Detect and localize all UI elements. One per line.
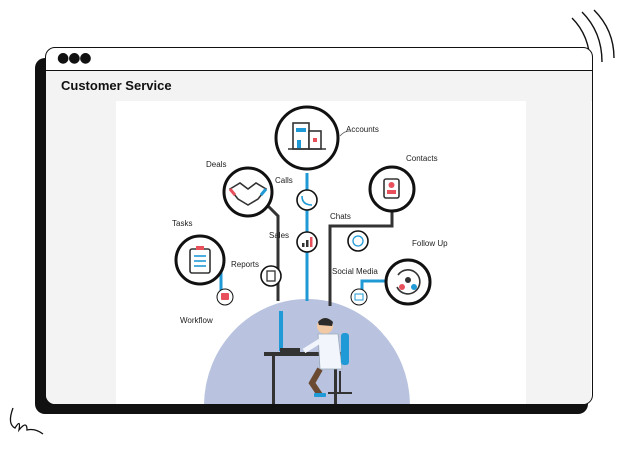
node-reports[interactable]: Reports: [231, 260, 282, 287]
report-document-icon: [266, 270, 276, 282]
node-deals[interactable]: Deals: [206, 160, 274, 218]
node-tasks[interactable]: Tasks: [172, 219, 226, 286]
connector-contacts: [328, 211, 394, 306]
label-social-media: Social Media: [332, 267, 378, 276]
label-sales: Sales: [269, 231, 289, 240]
label-follow-up: Follow Up: [412, 239, 448, 248]
node-calls[interactable]: Calls: [275, 176, 318, 211]
content-area: Workflow Social Media Ac: [46, 101, 591, 404]
window-titlebar: ●●●: [46, 48, 592, 71]
window-header: Customer Service: [46, 71, 592, 101]
connector-deals: [266, 204, 280, 301]
label-reports: Reports: [231, 260, 259, 269]
follow-up-cycle-icon: [396, 269, 421, 295]
label-accounts: Accounts: [346, 125, 379, 134]
three-dots-icon[interactable]: ●●●: [57, 50, 92, 66]
chair: [341, 333, 349, 365]
chat-bubble-icon: [352, 235, 364, 247]
node-workflow[interactable]: Workflow: [180, 288, 234, 325]
contact-card-icon: [383, 178, 400, 199]
label-chats: Chats: [330, 212, 351, 221]
monitor: [279, 311, 283, 351]
node-accounts[interactable]: Accounts: [274, 105, 379, 171]
person-at-desk-illustration: [264, 311, 352, 404]
label-calls: Calls: [275, 176, 293, 185]
label-deals: Deals: [206, 160, 226, 169]
bar-chart-icon: [302, 243, 305, 247]
page-title: Customer Service: [61, 78, 172, 93]
crm-diagram: Workflow Social Media Ac: [172, 105, 448, 404]
node-chats[interactable]: Chats: [330, 212, 369, 252]
app-window: ●●● Customer Service: [45, 47, 593, 405]
node-contacts[interactable]: Contacts: [368, 154, 438, 213]
bottom-left-squiggle-decoration: [9, 407, 44, 435]
label-tasks: Tasks: [172, 219, 192, 228]
desk: [264, 352, 344, 356]
crm-diagram-panel: Workflow Social Media Ac: [116, 101, 526, 404]
node-social-media[interactable]: Social Media: [332, 267, 378, 306]
phone-icon: [301, 195, 313, 206]
node-follow-up[interactable]: Follow Up: [384, 239, 448, 306]
label-contacts: Contacts: [406, 154, 438, 163]
node-sales[interactable]: Sales: [269, 231, 318, 253]
label-workflow: Workflow: [180, 316, 213, 325]
